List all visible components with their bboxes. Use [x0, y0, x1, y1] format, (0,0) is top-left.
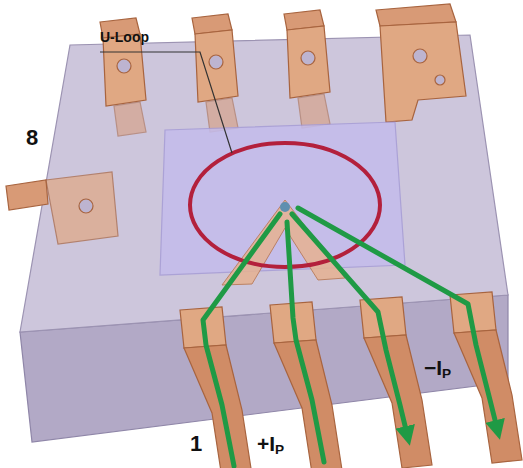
back-lead-tabs — [103, 22, 466, 136]
part-name: U-Loop — [100, 30, 149, 45]
hall-element — [280, 202, 290, 212]
u-loop-circle — [190, 143, 380, 267]
pin-number: 1 — [190, 432, 202, 456]
signal-name: −IP — [424, 356, 451, 381]
current-path — [203, 208, 498, 466]
pin-number: 8 — [26, 126, 38, 150]
die — [160, 122, 405, 275]
signal-name: +IP — [257, 432, 284, 457]
pin8-lead — [6, 172, 118, 244]
leader-line — [100, 52, 232, 153]
